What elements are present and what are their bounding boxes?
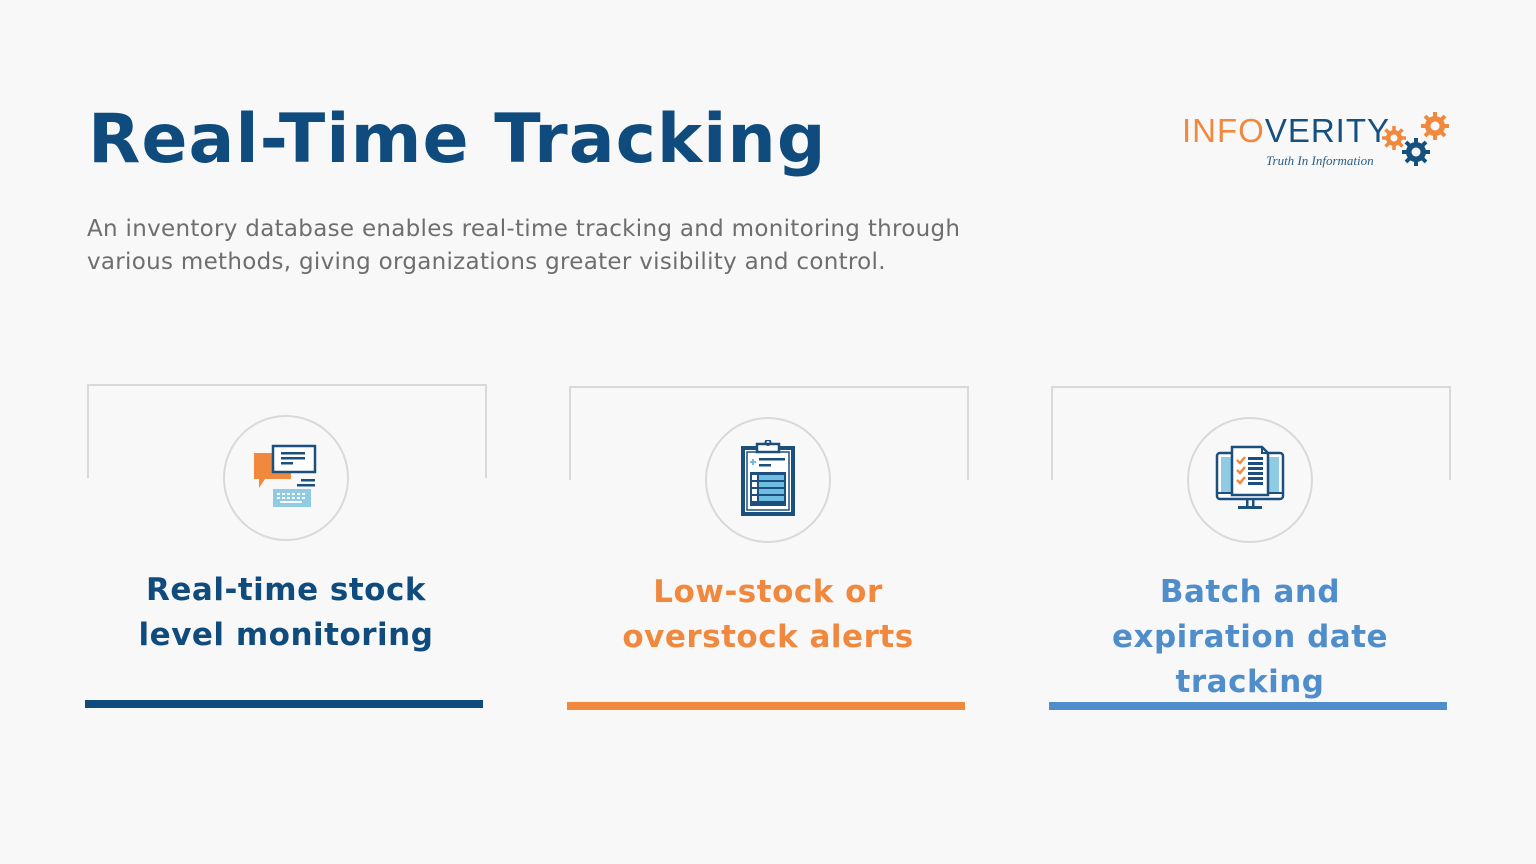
logo-word-verity: VERITY bbox=[1264, 112, 1391, 149]
clipboard-list-icon bbox=[741, 440, 795, 516]
card-frame bbox=[569, 386, 969, 480]
feature-card-stock-monitoring: Real-time stock level monitoring bbox=[85, 384, 487, 724]
card-frame bbox=[87, 384, 487, 478]
card-accent-bar bbox=[1049, 702, 1447, 710]
card-frame bbox=[1051, 386, 1451, 480]
logo-tagline: Truth In Information bbox=[1266, 153, 1374, 168]
monitor-checklist-icon bbox=[1215, 445, 1285, 509]
card-title: Real-time stock level monitoring bbox=[138, 572, 434, 653]
card-title: Low-stock or overstock alerts bbox=[622, 574, 914, 655]
page-subtitle: An inventory database enables real-time … bbox=[87, 216, 961, 275]
icon-circle bbox=[223, 415, 349, 541]
logo-word-info: INFO bbox=[1182, 112, 1265, 149]
feature-card-batch-tracking: Batch and expiration date tracking bbox=[1049, 386, 1451, 726]
card-accent-bar bbox=[85, 700, 483, 708]
chat-monitor-keyboard-icon bbox=[254, 444, 317, 507]
icon-circle bbox=[1187, 417, 1313, 543]
icon-circle bbox=[705, 417, 831, 543]
feature-card-stock-alerts: Low-stock or overstock alerts bbox=[567, 386, 969, 726]
page-title: Real-Time Tracking bbox=[88, 100, 827, 179]
gears-icon bbox=[1382, 112, 1449, 166]
infoverity-logo: INFOVERITY Truth In Information bbox=[1180, 108, 1455, 178]
card-title: Batch and expiration date tracking bbox=[1111, 574, 1389, 700]
card-accent-bar bbox=[567, 702, 965, 710]
logo-wordmark: INFOVERITY bbox=[1182, 112, 1390, 150]
